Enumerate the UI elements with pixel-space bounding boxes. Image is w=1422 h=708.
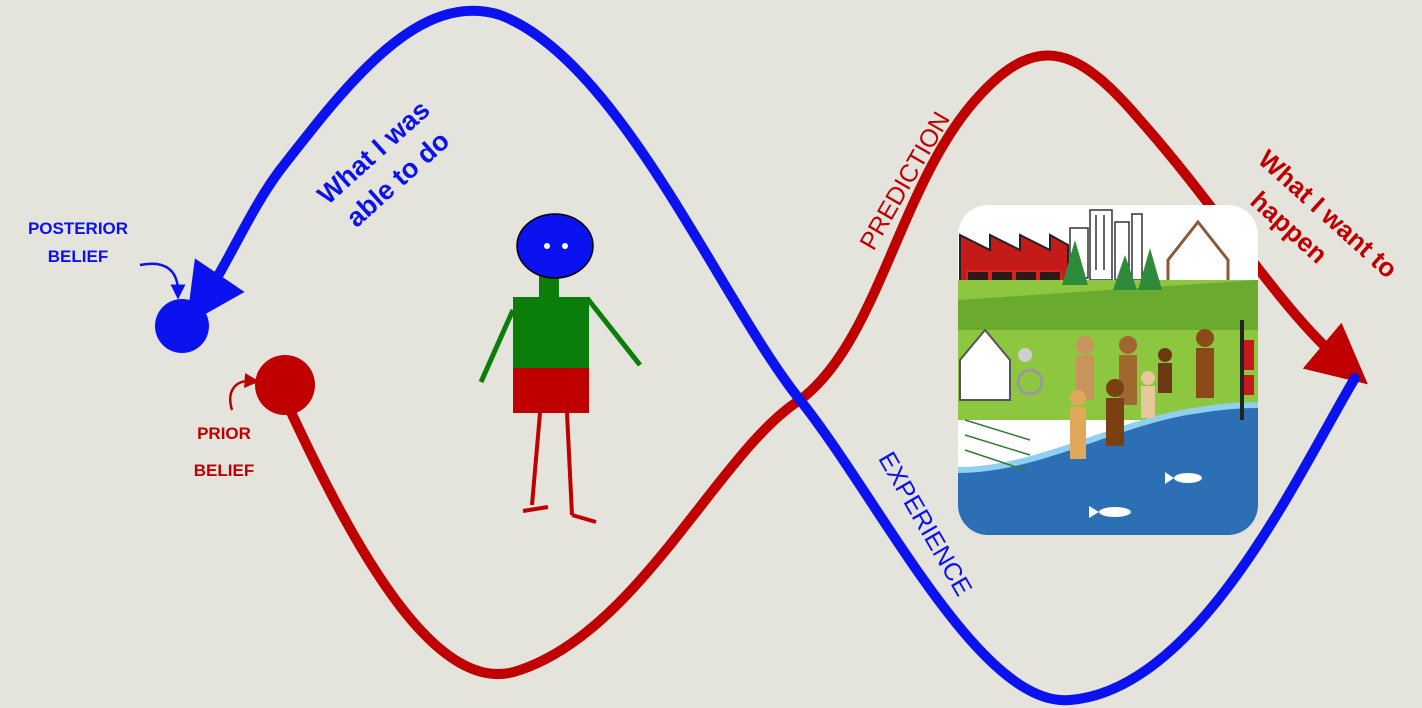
right-eye	[562, 243, 568, 249]
prior-pointer-arrow	[230, 381, 252, 410]
right-foot	[572, 515, 596, 522]
posterior-belief-node	[155, 299, 209, 353]
prior-belief-label-line2: BELIEF	[194, 461, 254, 480]
right-arm	[587, 298, 640, 365]
posterior-belief-label-line1: POSTERIOR	[28, 219, 128, 238]
right-leg	[567, 413, 572, 515]
left-foot	[523, 507, 548, 511]
posterior-belief-label-line2: BELIEF	[48, 247, 108, 266]
prior-belief-node	[255, 355, 315, 415]
left-leg	[532, 413, 540, 505]
community-illustration	[958, 205, 1258, 535]
torso	[513, 297, 589, 370]
posterior-pointer-arrow	[140, 264, 178, 292]
stick-figure	[481, 214, 640, 522]
head	[517, 214, 593, 278]
left-eye	[544, 243, 550, 249]
prior-belief-label-line1: PRIOR	[197, 424, 251, 443]
left-arm	[481, 310, 513, 382]
shorts	[513, 368, 589, 413]
